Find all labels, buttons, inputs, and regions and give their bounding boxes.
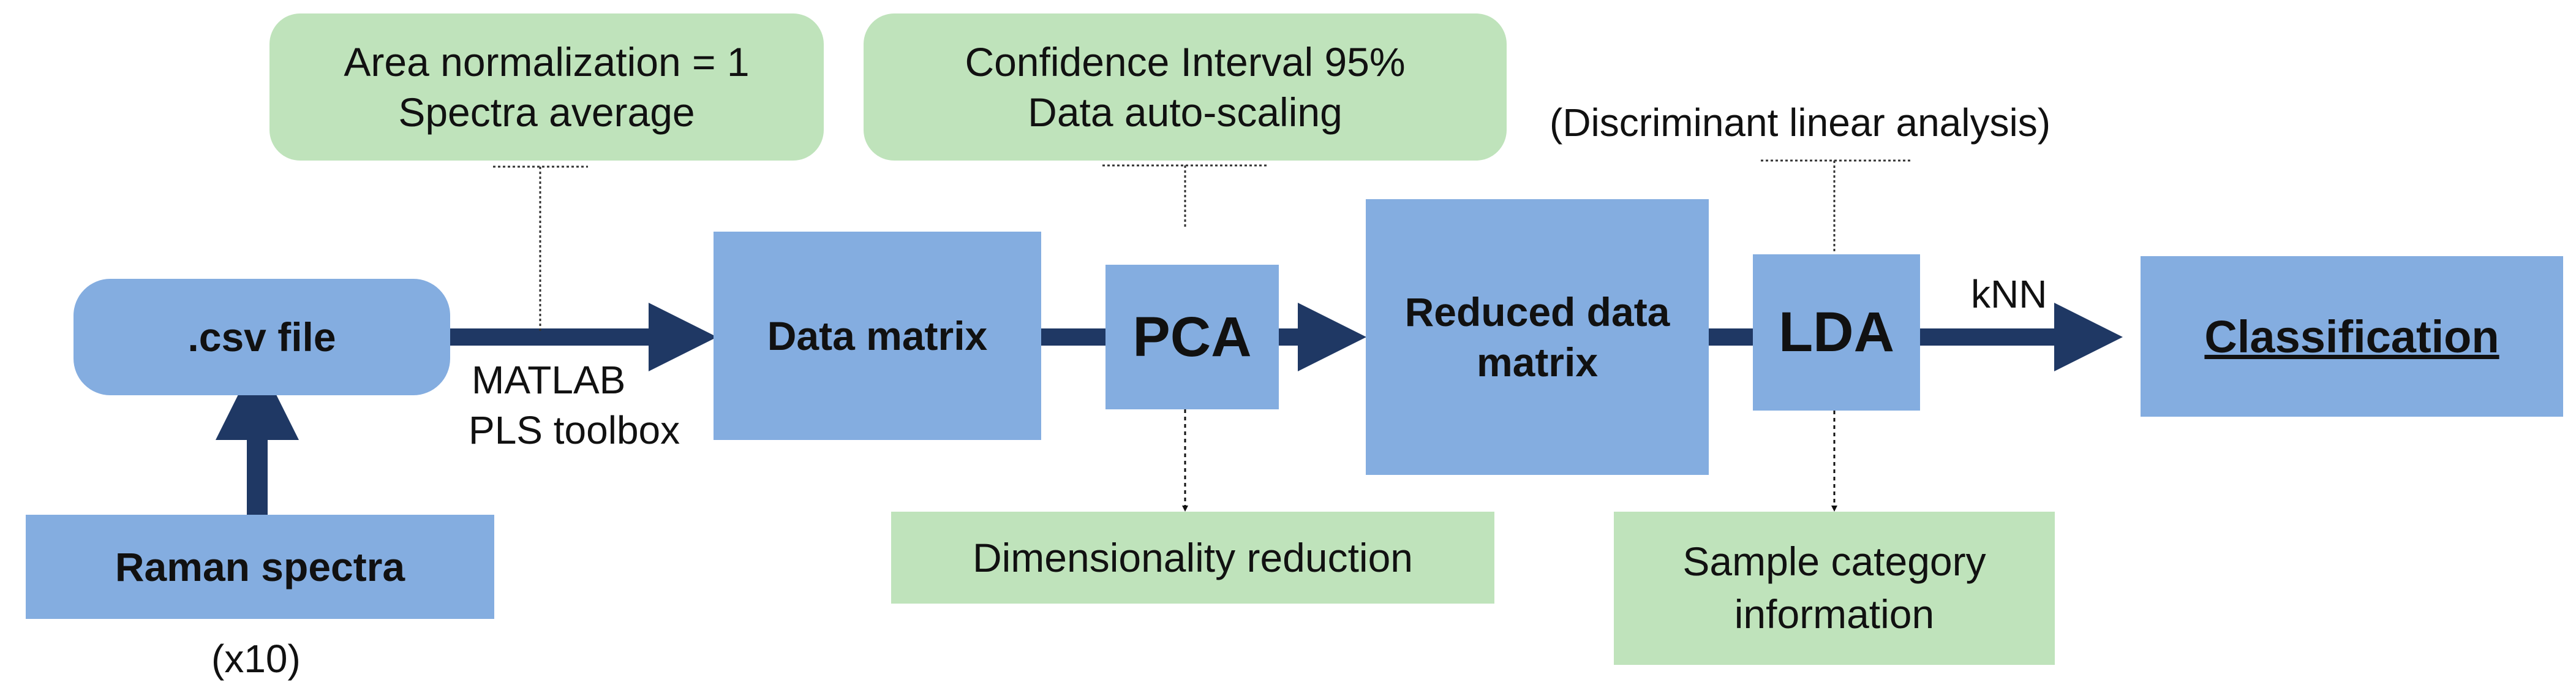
dimensionality-note: Dimensionality reduction <box>891 512 1494 604</box>
pca-label: PCA <box>1132 305 1252 368</box>
csv-file-label: .csv file <box>187 314 336 360</box>
pca-params-line-2: Data auto-scaling <box>1028 89 1343 135</box>
csv-file-node: .csv file <box>73 279 450 395</box>
lda-full-name: (Discriminant linear analysis) <box>1550 100 2051 145</box>
data-matrix-node: Data matrix <box>714 232 1041 440</box>
classification-label: Classification <box>2204 311 2499 362</box>
data-matrix-label: Data matrix <box>767 313 988 358</box>
reduced-line-2: matrix <box>1476 339 1599 385</box>
raman-spectra-node: Raman spectra <box>26 515 494 619</box>
pls-toolbox-label: PLS toolbox <box>469 408 680 452</box>
sample-category-note: Sample category information <box>1614 512 2055 665</box>
preprocessing-line-1: Area normalization = 1 <box>344 39 750 85</box>
pca-params-line-1: Confidence Interval 95% <box>965 39 1406 85</box>
pca-node: PCA <box>1105 265 1279 409</box>
sample-line-1: Sample category <box>1682 539 1986 585</box>
classification-node: Classification <box>2141 256 2563 417</box>
lda-label: LDA <box>1778 301 1895 363</box>
raman-count-label: (x10) <box>211 637 301 681</box>
sample-line-2: information <box>1734 591 1935 637</box>
preprocessing-note: Area normalization = 1 Spectra average <box>269 13 824 161</box>
reduced-data-matrix-node: Reduced data matrix <box>1366 199 1709 475</box>
knn-label: kNN <box>1971 272 2047 316</box>
reduced-line-1: Reduced data <box>1404 289 1670 335</box>
preprocessing-line-2: Spectra average <box>398 89 695 135</box>
dimensionality-label: Dimensionality reduction <box>972 535 1413 580</box>
lda-node: LDA <box>1753 254 1920 411</box>
raman-spectra-label: Raman spectra <box>115 544 405 590</box>
matlab-label: MATLAB <box>472 358 626 402</box>
pca-params-note: Confidence Interval 95% Data auto-scalin… <box>864 13 1507 161</box>
